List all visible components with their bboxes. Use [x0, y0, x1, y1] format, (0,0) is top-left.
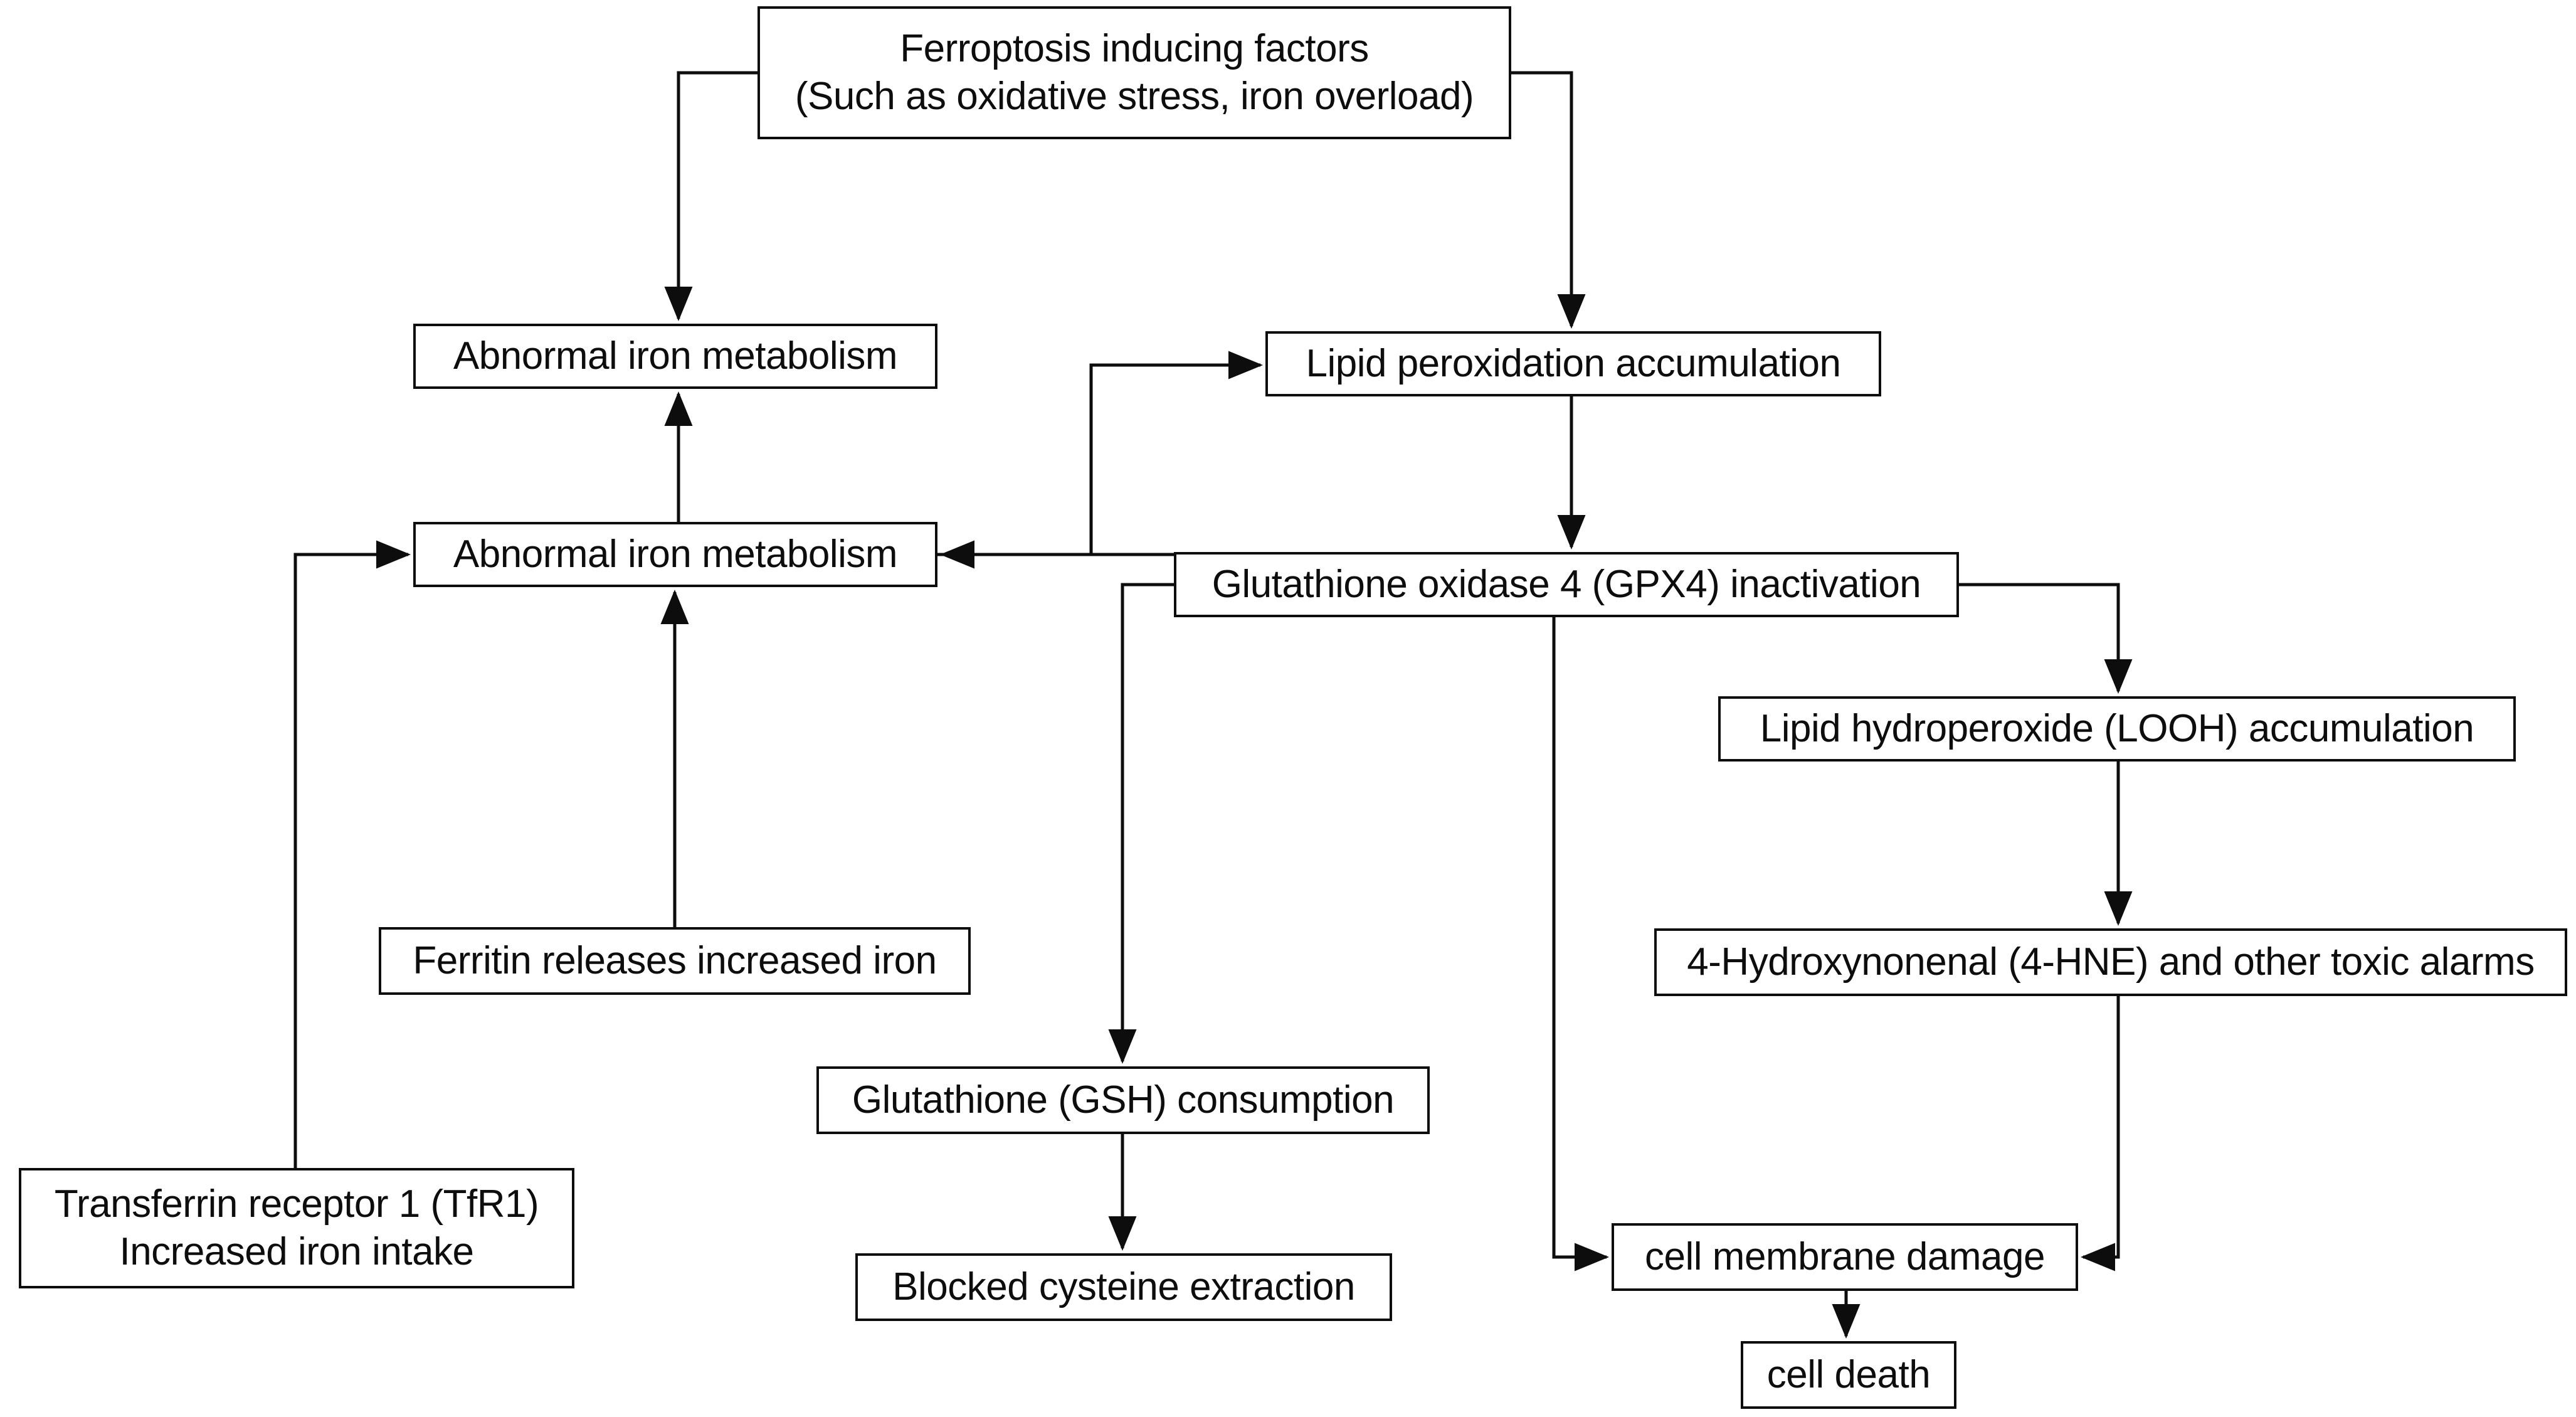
edge-gpx4-to-cell-membrane-damage	[1552, 617, 1610, 1271]
edge-factors-to-abnormal-iron-1	[664, 71, 757, 322]
node-label: Abnormal iron metabolism	[453, 533, 898, 576]
node-lipid-peroxidation-accumulation[interactable]: Lipid peroxidation accumulation	[1265, 331, 1881, 396]
node-label: Blocked cysteine extraction	[892, 1265, 1355, 1309]
edge-gpx4-to-gsh-consumption	[1108, 583, 1174, 1064]
node-abnormal-iron-metabolism-2[interactable]: Abnormal iron metabolism	[413, 522, 937, 587]
node-cell-membrane-damage[interactable]: cell membrane damage	[1612, 1223, 2078, 1291]
edge-hne-to-cell-membrane-damage	[2080, 996, 2120, 1271]
node-label: Glutathione oxidase 4 (GPX4) inactivatio…	[1211, 563, 1921, 607]
node-label: Ferritin releases increased iron	[413, 939, 937, 983]
node-looh-accumulation[interactable]: Lipid hydroperoxide (LOOH) accumulation	[1718, 696, 2516, 762]
node-abnormal-iron-metabolism-1[interactable]: Abnormal iron metabolism	[413, 324, 937, 389]
edge-factors-to-lipid-peroxidation	[1511, 71, 1586, 329]
node-gpx4-inactivation[interactable]: Glutathione oxidase 4 (GPX4) inactivatio…	[1174, 552, 1959, 617]
node-cell-death[interactable]: cell death	[1741, 1341, 1956, 1409]
node-label: Abnormal iron metabolism	[453, 334, 898, 378]
node-inducing-factors[interactable]: Ferroptosis inducing factors (Such as ox…	[757, 6, 1511, 139]
node-label: cell death	[1766, 1353, 1931, 1397]
edge-tfr1-to-abnormal-iron-2	[293, 540, 411, 1168]
node-label: Glutathione (GSH) consumption	[852, 1078, 1395, 1122]
node-label: 4-Hydroxynonenal (4-HNE) and other toxic…	[1687, 940, 2535, 984]
node-gsh-consumption[interactable]: Glutathione (GSH) consumption	[816, 1066, 1430, 1134]
node-label: cell membrane damage	[1645, 1235, 2045, 1279]
node-blocked-cysteine-extraction[interactable]: Blocked cysteine extraction	[855, 1253, 1392, 1321]
edge-gpx4-to-looh	[1959, 583, 2133, 694]
node-label: Transferrin receptor 1 (TfR1) Increased …	[54, 1182, 539, 1273]
node-hne-toxic-alarms[interactable]: 4-Hydroxynonenal (4-HNE) and other toxic…	[1654, 928, 2567, 996]
node-tfr1-iron-intake[interactable]: Transferrin receptor 1 (TfR1) Increased …	[19, 1168, 574, 1288]
edge-abnormal-iron-2-to-lipid-peroxidation	[937, 351, 1264, 556]
node-label: Lipid hydroperoxide (LOOH) accumulation	[1760, 707, 2474, 751]
node-ferritin-releases-iron[interactable]: Ferritin releases increased iron	[379, 927, 971, 995]
node-label: Ferroptosis inducing factors (Such as ox…	[794, 27, 1474, 118]
node-label: Lipid peroxidation accumulation	[1306, 342, 1841, 386]
